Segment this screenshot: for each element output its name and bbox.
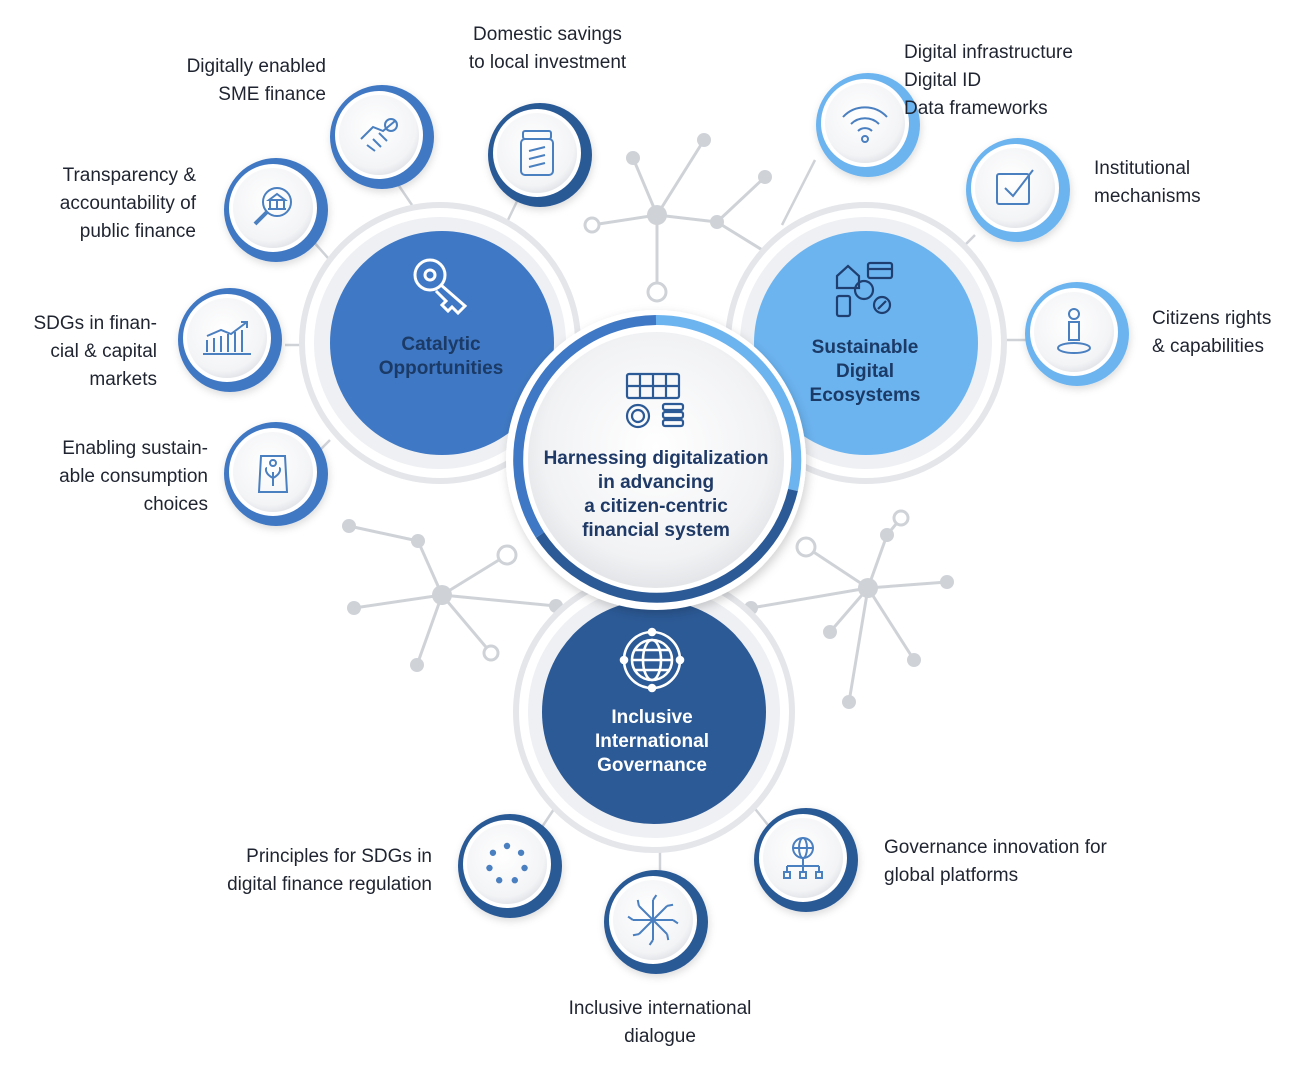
hub-governance-label: Inclusive International Governance	[594, 707, 709, 776]
magnifier-bank-icon	[253, 187, 292, 226]
satellite-gov-innovation	[754, 808, 858, 912]
savings-jar-icon	[520, 130, 554, 176]
satellite-sdgs-markets	[178, 288, 282, 392]
satellite-citizens	[1025, 282, 1129, 386]
satellite-dialogue	[604, 870, 708, 974]
label-institutional: Institutional mechanisms	[1094, 158, 1201, 207]
bar-chart-icon	[203, 321, 251, 355]
label-domestic-savings: Domestic savings to local investment	[468, 24, 627, 73]
label-principles: Principles for SDGs in digital finance r…	[227, 846, 432, 895]
hub-catalytic-opportunities	[299, 202, 581, 484]
globe-network-icon	[783, 837, 823, 879]
eco-tag-icon	[257, 455, 289, 493]
satellite-digital-infra	[816, 73, 920, 177]
satellite-domestic-savings	[488, 103, 592, 207]
hub-sustainable-digital-ecosystems	[725, 202, 1007, 484]
label-citizens: Citizens rights & capabilities	[1152, 308, 1272, 357]
handshake-icon	[360, 118, 398, 152]
satellite-principles	[458, 814, 562, 918]
wifi-icon	[842, 106, 888, 143]
network-burst-icon	[627, 894, 679, 946]
globe-icon	[619, 627, 685, 693]
label-digital-infra: Digital infrastructure Digital ID Data f…	[904, 42, 1073, 119]
label-sdgs-markets: SDGs in finan- cial & capital markets	[33, 313, 157, 390]
label-sme-finance: Digitally enabled SME finance	[186, 56, 326, 105]
label-dialogue: Inclusive international dialogue	[568, 998, 752, 1047]
label-consumption: Enabling sustain- able consumption choic…	[59, 438, 208, 515]
key-icon	[413, 258, 468, 316]
checkbox-icon	[996, 169, 1034, 205]
satellite-transparency	[224, 158, 328, 262]
finance-gears-icon	[625, 372, 685, 429]
satellite-institutional	[966, 138, 1070, 242]
network-graph-top	[591, 139, 773, 292]
center-title: Harnessing digitalization in advancing a…	[543, 448, 769, 541]
digital-ecosystem-icon	[835, 261, 894, 318]
satellite-consumption	[224, 422, 328, 526]
person-icon	[1057, 308, 1091, 354]
dots-circle-icon	[486, 842, 528, 884]
label-transparency: Transparency & accountability of public …	[59, 165, 196, 242]
hub-inclusive-international-governance	[513, 571, 795, 853]
hub-catalytic-label: Catalytic Opportunities	[378, 334, 504, 379]
center-circle	[506, 310, 806, 610]
hub-sustainable-label: Sustainable Digital Ecosystems	[809, 337, 921, 406]
label-gov-innovation: Governance innovation for global platfor…	[884, 837, 1107, 886]
satellite-sme-finance	[330, 85, 434, 189]
network-graph-left	[348, 524, 557, 666]
